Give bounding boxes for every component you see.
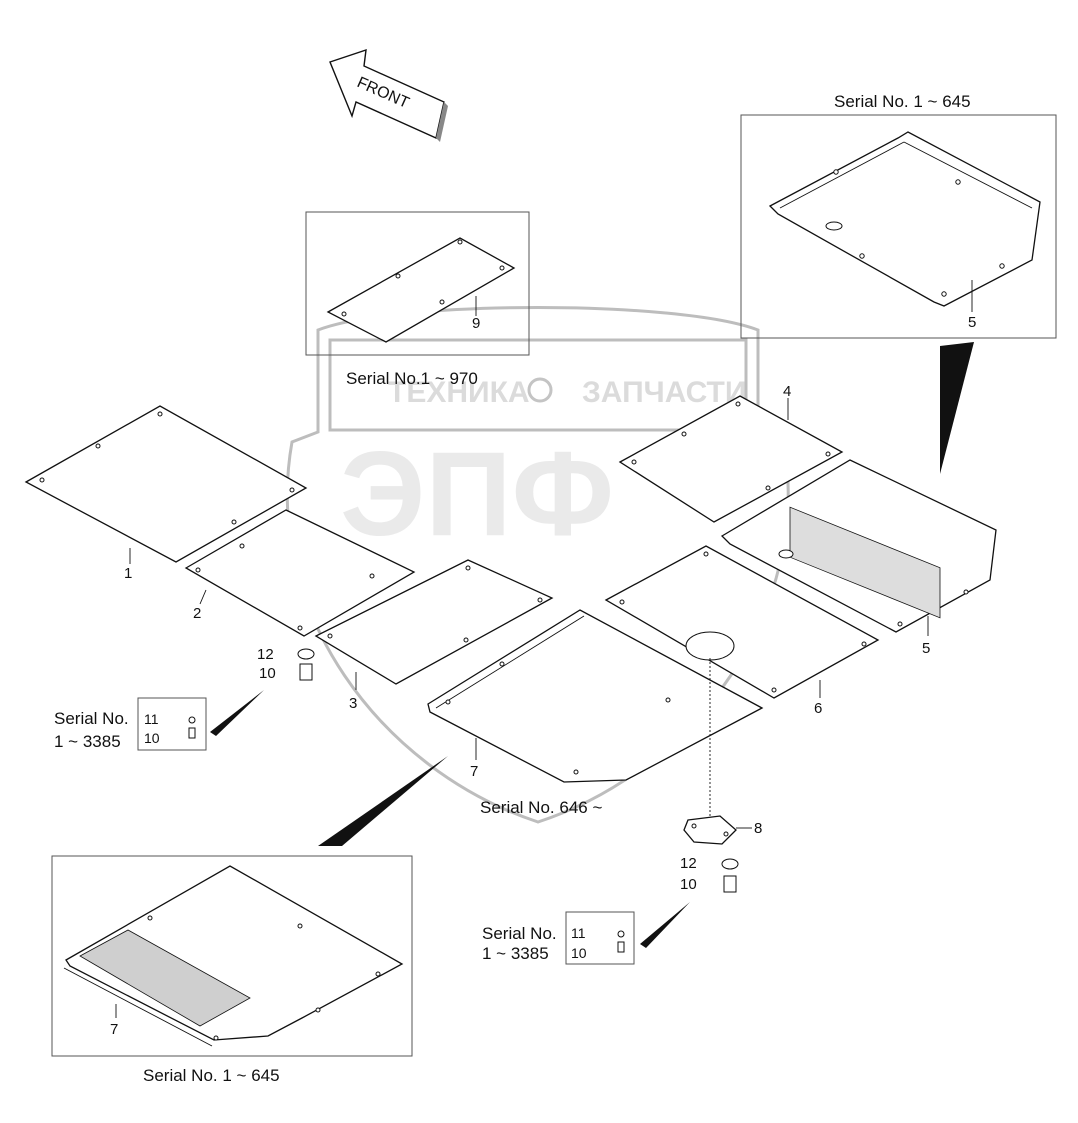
watermark-right-word: ЗАПЧАСТИ [582,376,746,409]
part-5-inset-plate [768,131,1041,307]
callout-3: 3 [349,695,357,712]
pointer-arrow-top-right [940,342,974,474]
part-7-main-plate [427,609,764,783]
callout-7-inset: 7 [110,1021,118,1038]
part-3-plate [314,559,554,685]
pointer-arrow-bottom-left [318,756,448,846]
callout-5-main: 5 [922,640,930,657]
callout-5-inset: 5 [968,314,976,331]
serial-label-right-inset-2: 1 ~ 3385 [482,944,549,963]
part-2-plate [184,509,416,637]
inset-right-callout-10: 10 [571,945,587,961]
bolt-10-inset-right [617,941,625,953]
callout-8: 8 [754,820,762,837]
inset-left-callout-10: 10 [144,730,160,746]
serial-label-top-right: Serial No. 1 ~ 645 [834,92,971,111]
serial-label-bottom-left: Serial No. 1 ~ 645 [143,1066,280,1085]
part-6-plate [604,545,880,699]
watermark-logo-letters: ЭПФ [340,427,614,561]
washer-11-right [617,930,625,938]
part-1-plate [24,405,308,563]
serial-label-left-inset-2: 1 ~ 3385 [54,732,121,751]
pointer-arrow-right-fastener [640,902,690,948]
gear-icon [527,377,553,403]
callout-2: 2 [193,605,201,622]
callout-4: 4 [783,383,791,400]
part-5-plate [720,459,997,633]
part-4-plate [618,395,844,523]
part-8-cover [683,815,737,845]
watermark-left-word: ТЕХНИКА [388,376,530,409]
pointer-arrow-left-fastener [210,690,264,736]
callout-12-left: 12 [257,646,274,663]
inset-frame-bottom-left [51,855,413,1057]
inset-frame-top-right [740,114,1057,339]
serial-label-center: Serial No. 646 ~ [480,798,602,817]
inset-frame-top-center [305,211,530,356]
washer-12-left [297,648,315,660]
callout-1: 1 [124,565,132,582]
inset-right-callout-11: 11 [571,925,586,941]
bolt-10-inset-left [188,727,196,739]
inset-frame-right-fastener [565,911,635,965]
part-9-plate [326,237,516,343]
serial-label-top-center: Serial No.1 ~ 970 [346,369,478,388]
bolt-10-right [723,875,737,893]
serial-label-right-inset-1: Serial No. [482,924,557,943]
inset-frame-left-fastener [137,697,207,751]
callout-7-main: 7 [470,763,478,780]
callout-6: 6 [814,700,822,717]
watermark-logo: ЭПФ ТЕХНИКА ЗАПЧАСТИ [285,306,790,824]
callout-12-right: 12 [680,855,697,872]
bolt-10-left [299,663,313,681]
part-7-inset-plate [63,865,404,1047]
washer-11-left [188,716,196,724]
inset-left-callout-11: 11 [144,711,159,727]
washer-12-right [721,858,739,870]
callout-9: 9 [472,315,480,332]
serial-label-left-inset-1: Serial No. [54,709,129,728]
callout-10-right: 10 [680,876,697,893]
callout-10-left: 10 [259,665,276,682]
front-arrow: FRONT [329,48,448,142]
